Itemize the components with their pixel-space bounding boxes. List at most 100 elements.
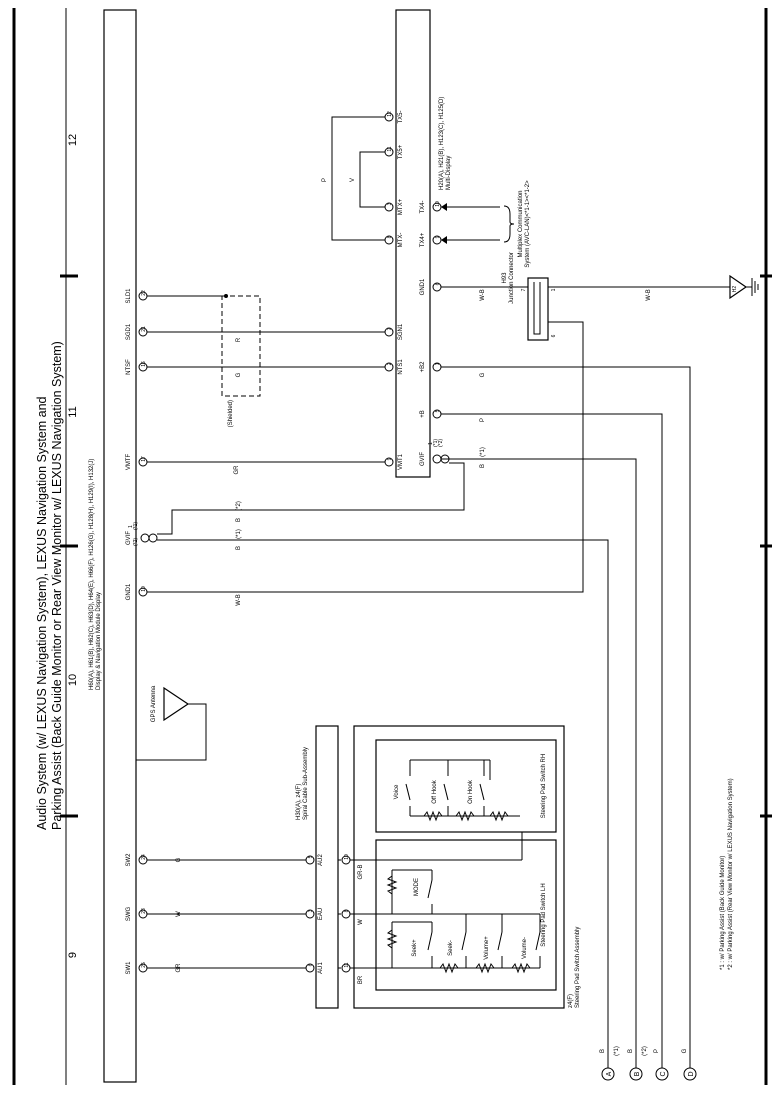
svg-text:R: R bbox=[236, 337, 242, 342]
svg-text:G: G bbox=[480, 372, 486, 377]
svg-text:BR: BR bbox=[358, 975, 364, 984]
display-module: H60(A), H61(B), H62(C), H63(D), H64(E), … bbox=[89, 9, 137, 1083]
svg-text:TX5-: TX5- bbox=[398, 110, 404, 123]
svg-text:NTS1: NTS1 bbox=[398, 359, 404, 375]
svg-text:H30(A), z4(F): H30(A), z4(F) bbox=[296, 784, 302, 820]
pin-gvif-multi: 1 (*1) (*2) GVIF bbox=[420, 439, 450, 466]
svg-text:10: 10 bbox=[141, 586, 147, 592]
svg-text:5: 5 bbox=[308, 855, 314, 858]
svg-text:Junction Connector: Junction Connector bbox=[509, 252, 515, 304]
svg-text:6: 6 bbox=[551, 334, 557, 337]
svg-text:Off Hook: Off Hook bbox=[432, 779, 438, 804]
switch-seek-minus: Seek- bbox=[448, 914, 467, 968]
svg-text:8: 8 bbox=[387, 235, 393, 238]
svg-text:12: 12 bbox=[387, 111, 393, 117]
svg-text:9: 9 bbox=[387, 457, 393, 460]
svg-text:GR-B: GR-B bbox=[358, 865, 364, 880]
multi-display-name: Multi-Display bbox=[446, 156, 452, 190]
svg-text:Volume-: Volume- bbox=[522, 937, 528, 959]
switch-volume-plus: Volume+ bbox=[484, 914, 503, 968]
pin-sgn1: 7 SGN1 bbox=[384, 323, 404, 340]
svg-text:B: B bbox=[628, 1049, 634, 1053]
pin-label-sld1: SLD1 bbox=[126, 288, 132, 304]
grid-number-11: 11 bbox=[67, 406, 79, 417]
svg-text:(*1): (*1) bbox=[236, 529, 242, 539]
svg-text:16: 16 bbox=[141, 361, 147, 367]
svg-text:EAU: EAU bbox=[318, 908, 324, 920]
svg-text:(*2): (*2) bbox=[133, 538, 139, 546]
display-module-pins: 25 SW1 23 SWG 24 SW2 10 GND1 1 (*1) (*2)… bbox=[126, 288, 158, 975]
svg-text:23: 23 bbox=[141, 908, 147, 914]
svg-text:(*1): (*1) bbox=[480, 447, 486, 457]
svg-text:H93: H93 bbox=[502, 272, 508, 284]
pin-label-vmtf: VMTF bbox=[126, 454, 132, 471]
svg-text:(*1): (*1) bbox=[614, 1046, 620, 1056]
multi-display: H20(A), H21(B), H123(C), H125(D) Multi-D… bbox=[395, 9, 452, 478]
pin-sld1: 22 SLD1 bbox=[126, 288, 148, 304]
svg-text:AU2: AU2 bbox=[318, 854, 324, 866]
svg-text:TX4+: TX4+ bbox=[420, 232, 426, 247]
svg-text:MTX+: MTX+ bbox=[398, 198, 404, 215]
svg-text:P: P bbox=[654, 1049, 660, 1053]
svg-text:GR: GR bbox=[176, 963, 182, 973]
svg-text:1: 1 bbox=[551, 288, 557, 291]
multi-display-code: H20(A), H21(B), H123(C), H125(D) bbox=[439, 97, 445, 190]
svg-text:5: 5 bbox=[435, 409, 441, 412]
svg-text:1: 1 bbox=[435, 362, 441, 365]
svg-text:MTX-: MTX- bbox=[398, 233, 404, 248]
pin-plus-b: 5 +B bbox=[420, 409, 442, 419]
svg-text:VMT1: VMT1 bbox=[398, 453, 404, 470]
pin-tx5-minus: 12 TX5- bbox=[384, 110, 404, 124]
off-page-c: C P bbox=[654, 1040, 669, 1081]
grid-numbers: 9 10 11 12 bbox=[67, 134, 79, 958]
svg-text:G: G bbox=[682, 1048, 688, 1053]
multiplex-label: Multiplex Communication System (AVC-LAN)… bbox=[518, 180, 531, 268]
svg-text:G: G bbox=[236, 372, 242, 377]
footnote-2: *2 : w/ Parking Assist (Rear View Monito… bbox=[728, 778, 734, 970]
pin-label-sw2: SW2 bbox=[126, 853, 132, 867]
switch-volume-minus: Volume- bbox=[522, 914, 541, 968]
title-line-1: Audio System (w/ LEXUS Navigation System… bbox=[35, 396, 49, 830]
svg-text:1: 1 bbox=[128, 525, 134, 528]
svg-text:A: A bbox=[606, 1071, 613, 1076]
svg-text:C: C bbox=[660, 1071, 667, 1076]
ground-h2: H2 bbox=[729, 274, 759, 300]
svg-text:Spiral Cable Sub-Assembly: Spiral Cable Sub-Assembly bbox=[303, 747, 309, 820]
svg-text:Volume+: Volume+ bbox=[484, 936, 490, 960]
svg-text:6: 6 bbox=[435, 282, 441, 285]
svg-text:GPS Antenna: GPS Antenna bbox=[151, 685, 157, 722]
grid-number-12: 12 bbox=[67, 134, 79, 146]
svg-text:+B2: +B2 bbox=[420, 361, 426, 373]
pin-gvif: 1 (*1) (*2) GVIF bbox=[126, 522, 158, 546]
svg-text:TX5+: TX5+ bbox=[398, 144, 404, 159]
svg-text:D: D bbox=[688, 1071, 695, 1076]
pin-tx5-plus: 11 TX5+ bbox=[384, 144, 404, 159]
pin-label-sgd1: SGD1 bbox=[126, 323, 132, 340]
shielded-label: (Shielded) bbox=[228, 400, 234, 427]
svg-text:(*2): (*2) bbox=[642, 1046, 648, 1056]
gps-antenna: GPS Antenna bbox=[136, 685, 207, 761]
svg-text:(*1): (*1) bbox=[133, 522, 139, 530]
svg-text:7: 7 bbox=[521, 288, 527, 291]
svg-text:B: B bbox=[634, 1071, 641, 1076]
svg-text:Steering Pad Switch Assembly: Steering Pad Switch Assembly bbox=[575, 927, 581, 1008]
pin-label-swg: SWG bbox=[126, 907, 132, 922]
svg-text:B: B bbox=[236, 518, 242, 522]
svg-text:AU1: AU1 bbox=[318, 962, 324, 974]
svg-text:W-B: W-B bbox=[646, 289, 652, 301]
svg-text:W-B: W-B bbox=[236, 594, 242, 606]
svg-text:GVIF: GVIF bbox=[420, 452, 426, 466]
switch-seek-plus: Seek+ bbox=[412, 922, 433, 968]
svg-text:(*1): (*1) bbox=[433, 439, 439, 447]
pin-mtx-plus: 3 MTX+ bbox=[384, 198, 404, 215]
svg-text:Seek-: Seek- bbox=[448, 940, 454, 956]
pin-label-sw1: SW1 bbox=[126, 961, 132, 975]
svg-text:V: V bbox=[350, 178, 356, 182]
display-module-name: Display & Navigation Module Display bbox=[96, 592, 102, 690]
off-page-connectors: A B (*1) B B (*2) C P D G bbox=[600, 1040, 697, 1081]
svg-text:3: 3 bbox=[308, 909, 314, 912]
steering-pad-rh: Steering Pad Switch RH Voice Off Hook On… bbox=[375, 739, 557, 833]
pin-vmt1: 9 VMT1 bbox=[384, 453, 404, 470]
off-page-d: D G bbox=[682, 1040, 697, 1081]
